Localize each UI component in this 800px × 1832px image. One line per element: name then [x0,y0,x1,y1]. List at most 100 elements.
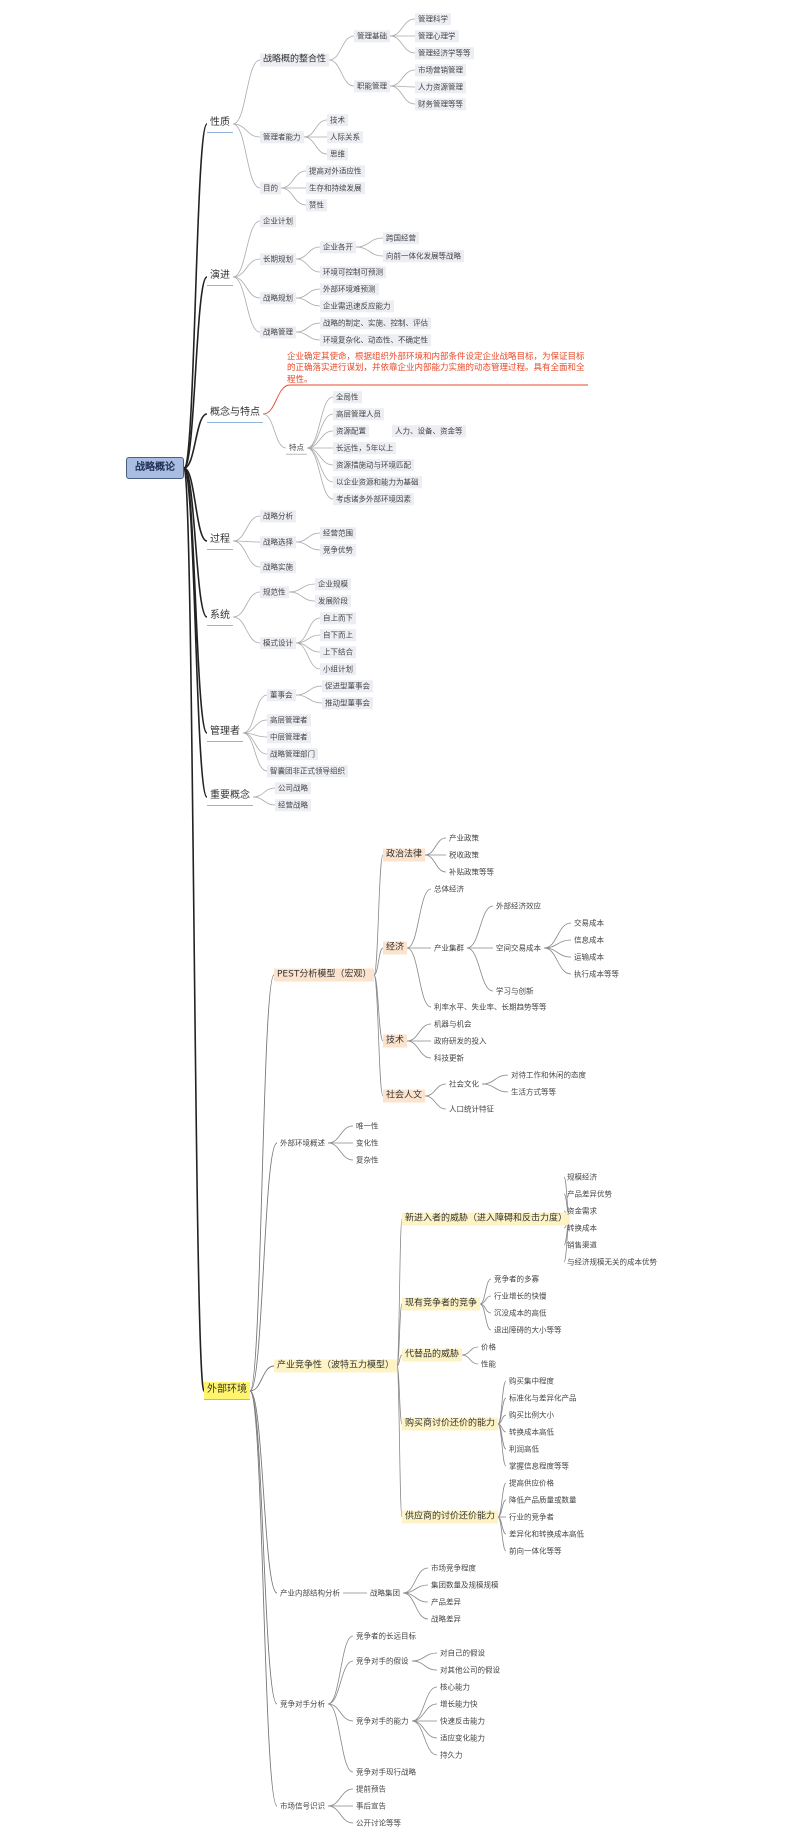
node-g-1[interactable]: 市场竞争程度 [431,1563,476,1573]
node-variability[interactable]: 变化性 [356,1138,379,1148]
node-c-other[interactable]: 对其他公司的假设 [440,1665,500,1675]
node-ca-5[interactable]: 持久力 [440,1750,463,1760]
section-evolution[interactable]: 演进 [207,268,233,286]
node-choice[interactable]: 战略选择 [260,536,296,548]
node-mode-4[interactable]: 小组计划 [320,663,356,675]
node-mgmt-econ[interactable]: 管理经济学等等 [415,47,474,59]
node-informal[interactable]: 智囊团非正式领导组织 [267,765,348,777]
node-complex-env[interactable]: 环境复杂化、动态性、不确定性 [320,334,431,346]
node-overview[interactable]: 外部环境概述 [280,1138,325,1148]
node-substitutes[interactable]: 代替品的威胁 [402,1348,463,1362]
node-suppliers[interactable]: 供应商的讨价还价能力 [402,1510,499,1524]
node-b-3[interactable]: 购买比例大小 [509,1410,554,1420]
node-tax-policy[interactable]: 税收政策 [449,850,479,860]
node-economic[interactable]: 经济 [383,941,408,955]
node-political[interactable]: 政治法律 [383,848,426,862]
node-c-self[interactable]: 对自己的假设 [440,1648,485,1658]
node-exec-cost[interactable]: 执行成本等等 [574,969,619,979]
section-external[interactable]: 外部环境 [204,1382,250,1400]
node-g-3[interactable]: 产品差异 [431,1597,461,1607]
node-market-signal[interactable]: 市场信号识识 [280,1801,325,1811]
node-pest[interactable]: PEST分析模型（宏观） [274,968,375,982]
node-b-2[interactable]: 标准化与差异化产品 [509,1393,577,1403]
node-complexity[interactable]: 复杂性 [356,1155,379,1165]
node-mode[interactable]: 模式设计 [260,637,296,649]
node-ne-3[interactable]: 资金需求 [567,1206,597,1216]
node-advantage[interactable]: 竞争优势 [320,544,356,556]
node-b-5[interactable]: 利润高低 [509,1444,539,1454]
node-relations[interactable]: 人际关系 [327,131,363,143]
node-s-1[interactable]: 提高供应价格 [509,1478,554,1488]
section-concept[interactable]: 概念与特点 [207,405,263,423]
node-ms-1[interactable]: 提前预告 [356,1784,386,1794]
node-finance[interactable]: 财务管理等等 [415,98,466,110]
node-externality[interactable]: 外部经济效应 [496,901,541,911]
section-system[interactable]: 系统 [207,608,233,626]
node-middle[interactable]: 中层管理者 [267,731,311,743]
section-managers[interactable]: 管理者 [207,724,243,742]
node-cross[interactable]: 跨国经营 [383,232,419,244]
node-ne-5[interactable]: 销售渠道 [567,1240,597,1250]
node-s-3[interactable]: 行业的竞争者 [509,1512,554,1522]
node-r-2[interactable]: 行业增长的快慢 [494,1291,547,1301]
node-feature-1[interactable]: 全局性 [333,391,362,403]
node-quick-resp[interactable]: 企业需迅速反应能力 [320,300,394,312]
node-new-tech[interactable]: 机器与机会 [434,1019,472,1029]
node-b-6[interactable]: 掌握信息程度等等 [509,1461,569,1471]
node-mode-2[interactable]: 自下而上 [320,629,356,641]
node-rd[interactable]: 政府研发的投入 [434,1036,487,1046]
node-five-forces[interactable]: 产业竞争性（波特五力模型） [274,1359,398,1373]
node-implementation[interactable]: 战略实施 [260,561,296,573]
node-social[interactable]: 社会人文 [383,1089,426,1103]
node-technology[interactable]: 技术 [383,1034,408,1048]
node-learning[interactable]: 学习与创新 [496,986,534,996]
node-total-econ[interactable]: 总体经济 [434,884,464,894]
node-hr[interactable]: 人力资源管理 [415,81,466,93]
node-purpose-3[interactable]: 赞性 [306,199,327,211]
node-culture[interactable]: 社会文化 [449,1079,479,1089]
node-r-4[interactable]: 退出障碍的大小等等 [494,1325,562,1335]
node-implement[interactable]: 战略的制定、实施、控制、评估 [320,317,431,329]
node-dept[interactable]: 战略管理部门 [267,748,318,760]
node-info-cost[interactable]: 信息成本 [574,935,604,945]
node-population[interactable]: 人口统计特征 [449,1104,494,1114]
node-c-assume[interactable]: 竞争对手的假设 [356,1656,409,1666]
node-strategic-group[interactable]: 战略集团 [370,1588,400,1598]
section-nature[interactable]: 性质 [207,115,233,133]
node-rivalry[interactable]: 现有竞争者的竞争 [402,1297,481,1311]
node-ca-1[interactable]: 核心能力 [440,1682,470,1692]
node-tech-update[interactable]: 科技更新 [434,1053,464,1063]
node-thinking[interactable]: 思维 [327,148,348,160]
node-transport-cost[interactable]: 运输成本 [574,952,604,962]
node-ne-6[interactable]: 与经济规模无关的成本优势 [567,1257,657,1267]
node-strategic-plan[interactable]: 战略规划 [260,292,296,304]
node-analysis[interactable]: 战略分析 [260,510,296,522]
node-growth[interactable]: 企业各开 [320,241,356,253]
node-ms-3[interactable]: 公开讨论等等 [356,1818,401,1828]
node-work-attitude[interactable]: 对待工作和休闲的态度 [511,1070,586,1080]
node-longterm[interactable]: 长期规划 [260,253,296,265]
node-b-4[interactable]: 转换成本高低 [509,1427,554,1437]
node-active-board[interactable]: 促进型董事会 [322,680,373,692]
node-mgmt-sci[interactable]: 管理科学 [415,13,451,25]
node-ms-2[interactable]: 事后宣告 [356,1801,386,1811]
node-feature-2[interactable]: 高层管理人员 [333,408,384,420]
node-c-strategy[interactable]: 竞争对手现行战略 [356,1767,416,1777]
node-business[interactable]: 经营战略 [275,799,311,811]
node-sub-2[interactable]: 性能 [481,1359,496,1369]
node-scale[interactable]: 企业规模 [315,578,351,590]
node-space-cost[interactable]: 空间交易成本 [496,943,541,953]
node-ne-1[interactable]: 规模经济 [567,1172,597,1182]
node-tech[interactable]: 技术 [327,114,348,126]
node-s-4[interactable]: 差异化和转换成本高低 [509,1529,584,1539]
node-g-4[interactable]: 战略差异 [431,1614,461,1624]
node-purpose[interactable]: 目的 [260,182,281,194]
node-competitor[interactable]: 竞争对手分析 [280,1699,325,1709]
node-c-ability[interactable]: 竞争对手的能力 [356,1716,409,1726]
node-industrial-policy[interactable]: 产业政策 [449,833,479,843]
node-feature-3[interactable]: 资源配置 [333,425,369,437]
node-senior[interactable]: 高层管理者 [267,714,311,726]
section-concepts[interactable]: 重要概念 [207,788,253,806]
node-r-3[interactable]: 沉没成本的高低 [494,1308,547,1318]
node-feature-5[interactable]: 资源措施动与环境匹配 [333,459,414,471]
